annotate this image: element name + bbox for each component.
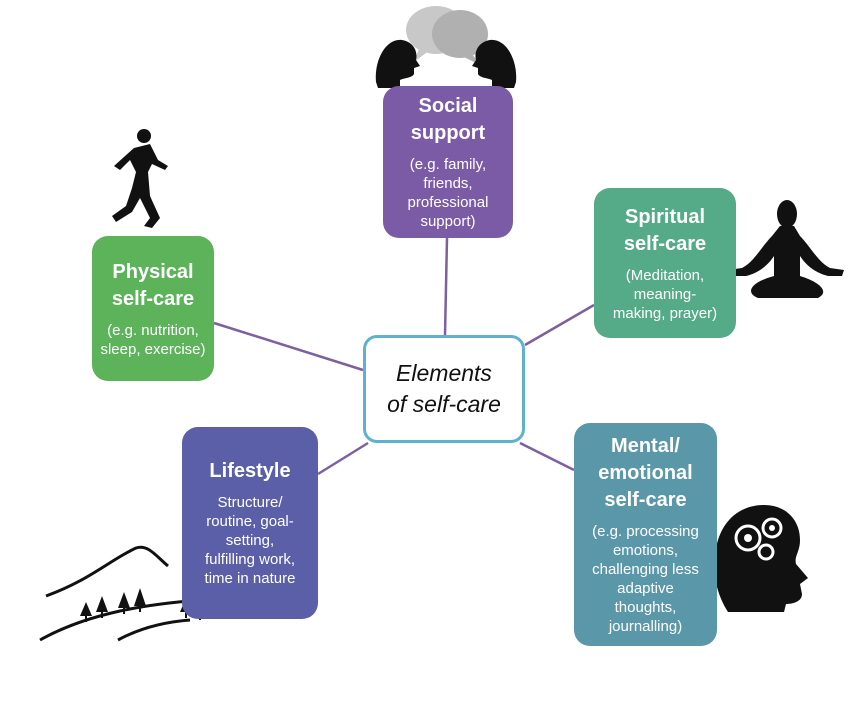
spiritual-self-care-title: Spiritual self-care: [623, 205, 707, 255]
conversation-heads-icon: [375, 6, 517, 88]
connector-social: [443, 237, 449, 336]
connector-physical: [213, 321, 364, 372]
social-support-node: Social support (e.g. family, friends, pr…: [383, 86, 513, 238]
center-node-label: Elements of self-care: [363, 335, 525, 443]
runner-silhouette-icon: [112, 129, 168, 228]
mental-emotional-self-care-title: Mental/ emotional self-care: [598, 435, 693, 511]
physical-self-care-description: (e.g. nutrition, sleep, exercise): [100, 321, 206, 358]
spiritual-self-care-node: Spiritual self-care (Meditation, meaning…: [594, 188, 736, 338]
spiritual-self-care-description: (Meditation, meaning- making, prayer): [612, 266, 718, 322]
lifestyle-node: Lifestyle Structure/ routine, goal- sett…: [182, 427, 318, 619]
lifestyle-description: Structure/ routine, goal- setting, fulfi…: [204, 494, 296, 587]
mental-emotional-self-care-node: Mental/ emotional self-care (e.g. proces…: [574, 423, 717, 646]
connector-lifestyle: [317, 441, 369, 476]
social-support-title: Social support: [410, 95, 486, 144]
mental-emotional-self-care-description: (e.g. processing emotions, challenging l…: [592, 523, 699, 635]
meditation-silhouette-icon: [728, 200, 844, 298]
connector-spiritual: [524, 303, 595, 347]
physical-self-care-title: Physical self-care: [111, 260, 195, 310]
social-support-description: (e.g. family, friends, professional supp…: [407, 156, 489, 230]
head-gears-icon: [714, 505, 808, 612]
lifestyle-title: Lifestyle: [209, 460, 291, 482]
connector-mental: [519, 441, 575, 472]
physical-self-care-node: Physical self-care (e.g. nutrition, slee…: [92, 236, 214, 381]
